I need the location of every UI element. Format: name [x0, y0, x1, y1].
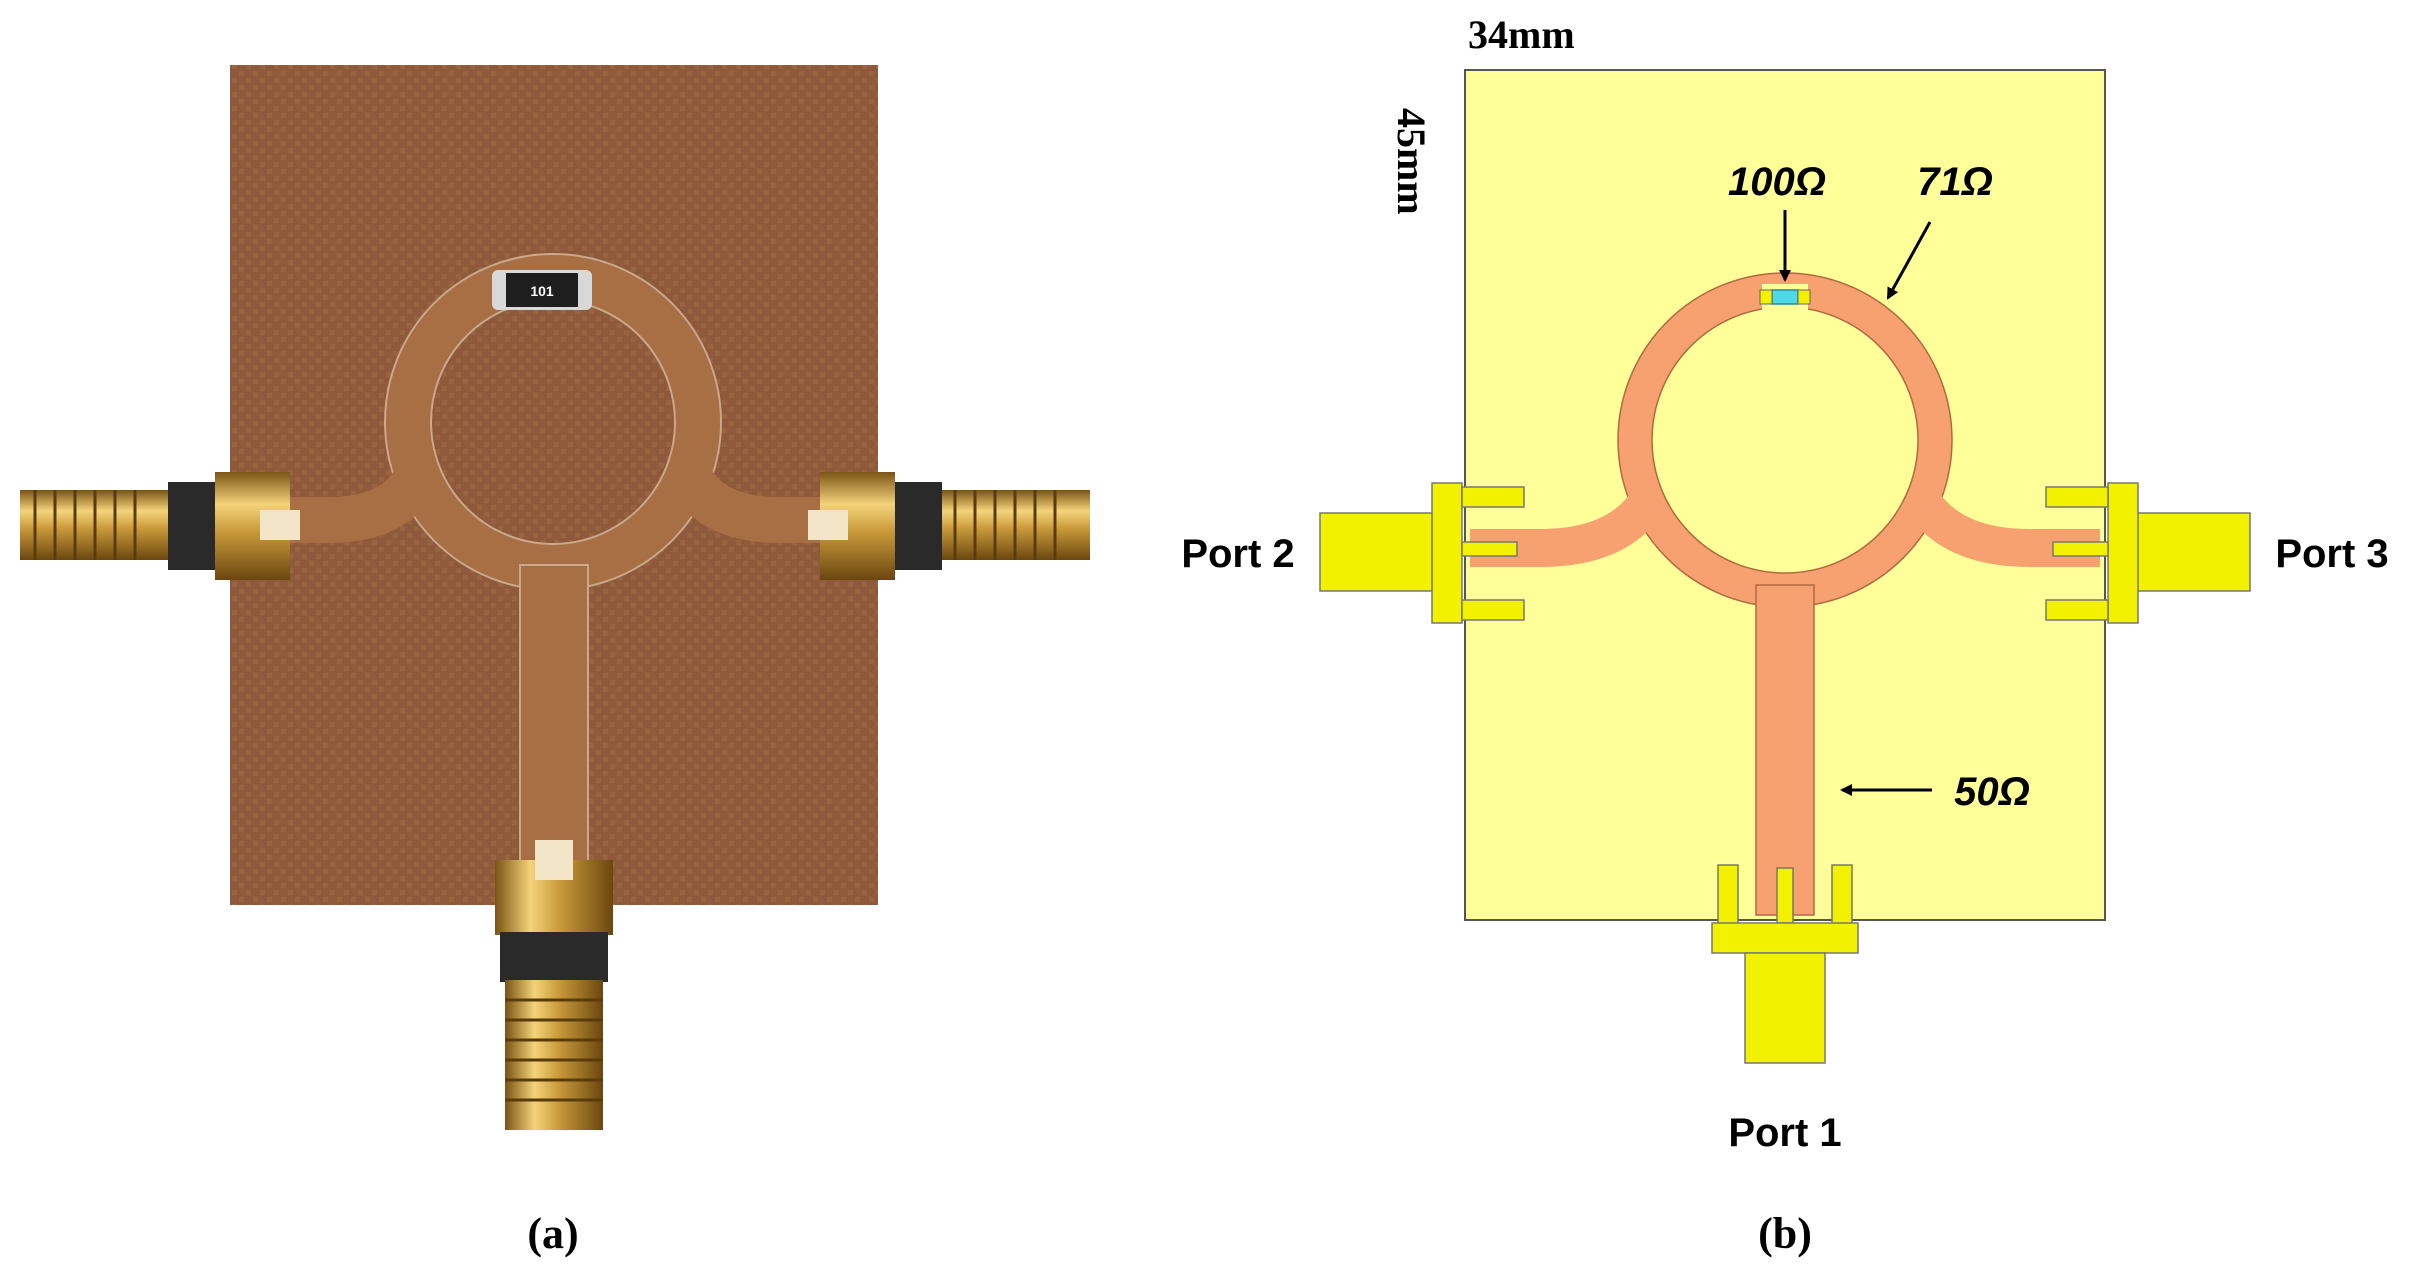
sma-connector-left	[20, 472, 300, 580]
pcb-left-arm	[280, 460, 442, 543]
port-3-label: Port 3	[2275, 532, 2388, 576]
width-dimension-label: 34mm	[1468, 12, 1575, 57]
sma-connector-bottom	[495, 840, 613, 1130]
resistor-marking: 101	[530, 283, 554, 299]
sim-feed-line	[1755, 584, 1815, 916]
panel-b-layout: 34mm 45mm	[1181, 12, 2388, 1258]
pcb-feed-line	[519, 564, 589, 871]
sim-connector-left	[1319, 482, 1525, 624]
port-1-label: Port 1	[1728, 1111, 1841, 1155]
panel-a-label: (a)	[527, 1209, 578, 1258]
panel-b-label: (b)	[1758, 1209, 1812, 1258]
sim-resistor	[1771, 289, 1799, 305]
sim-resistor-pad-right	[1797, 289, 1811, 305]
sim-left-arm	[1470, 487, 1667, 567]
resistor-impedance-label: 100Ω	[1728, 160, 1826, 204]
height-dimension-label: 45mm	[1389, 108, 1434, 215]
sim-right-arm	[1903, 487, 2100, 567]
sim-connector-right	[2045, 482, 2251, 624]
ring-impedance-label: 71Ω	[1917, 160, 1993, 204]
sim-resistor-pad-left	[1759, 289, 1773, 305]
pcb-right-arm	[664, 460, 830, 543]
sma-connector-right	[808, 472, 1090, 580]
smd-resistor: 101	[492, 270, 592, 310]
port-2-label: Port 2	[1181, 532, 1294, 576]
arrow-ring	[1886, 221, 1932, 300]
sim-connector-bottom	[1711, 864, 1859, 1064]
panel-a-photo: 101	[20, 65, 1090, 1258]
feed-impedance-label: 50Ω	[1954, 770, 2030, 814]
